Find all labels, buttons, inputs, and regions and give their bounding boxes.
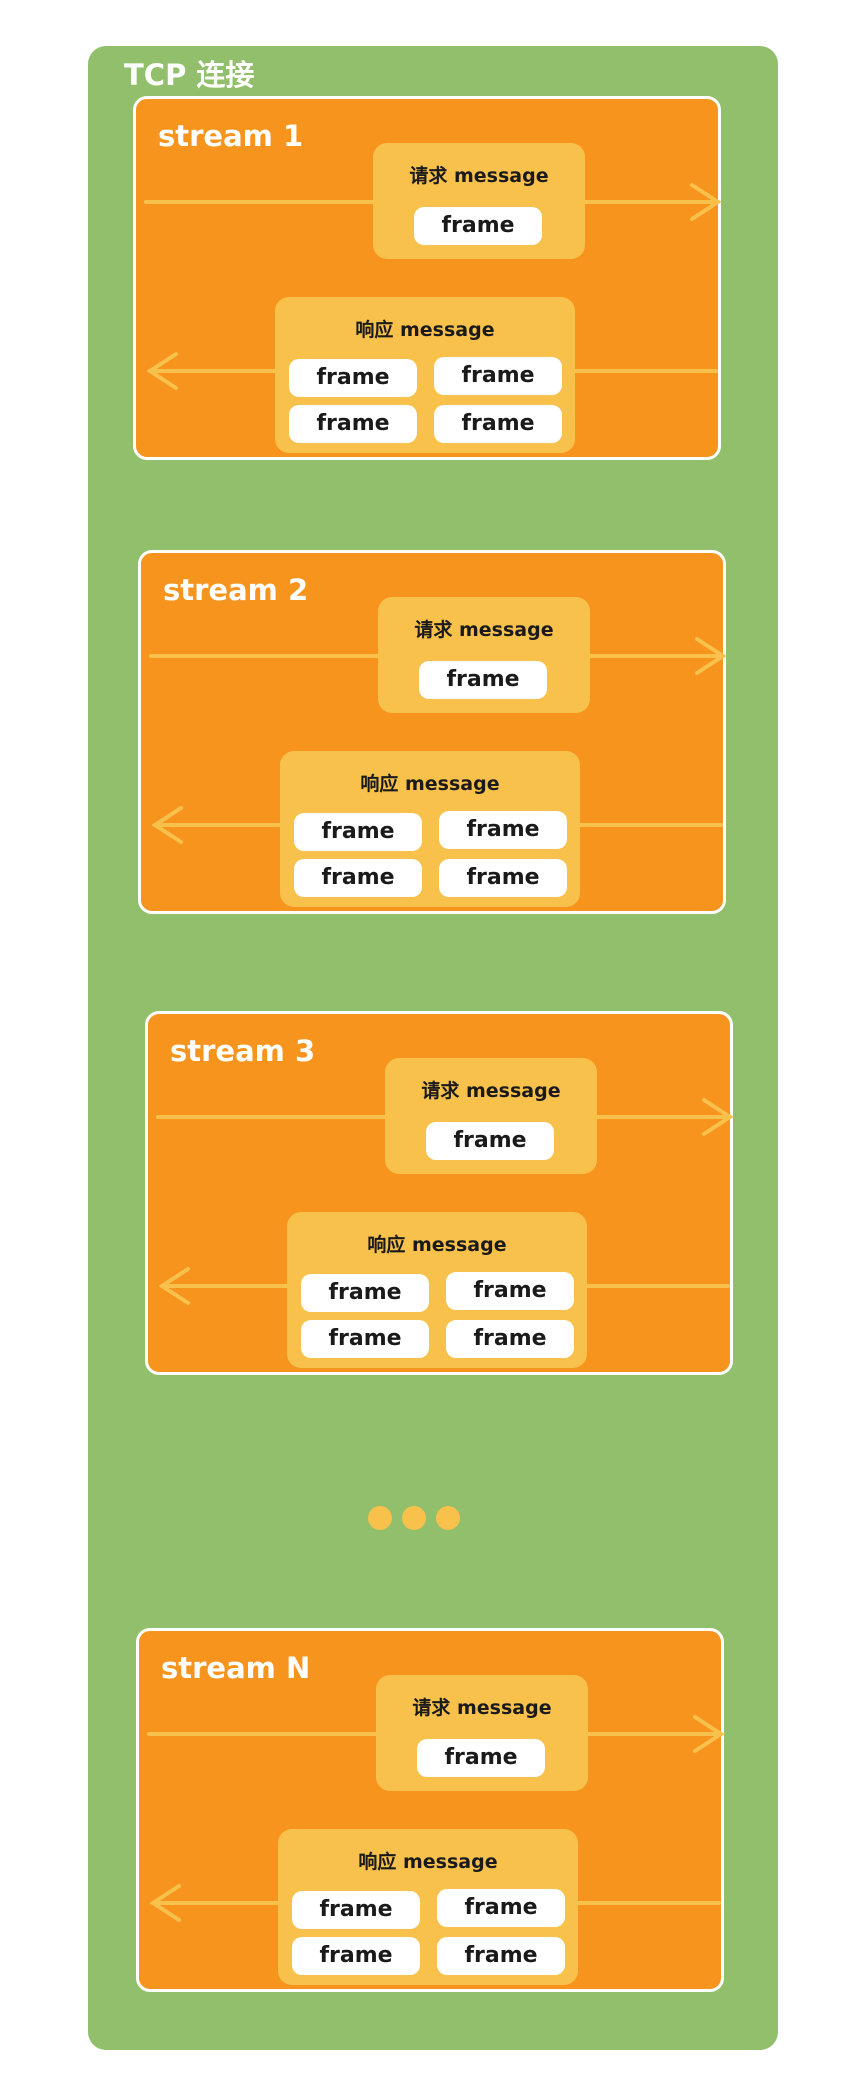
request-message-label: 请求 message	[412, 1697, 552, 1719]
response-message-label: 响应 message	[360, 773, 500, 795]
request-arrowhead	[690, 183, 722, 221]
response-message-label: 响应 message	[358, 1851, 498, 1873]
request-arrowhead	[693, 1715, 725, 1753]
frame-box: frame	[434, 357, 562, 395]
response-message: 响应 message frame frame frame frame	[280, 751, 580, 907]
response-arrowhead	[149, 1884, 181, 1922]
request-arrowhead	[702, 1098, 734, 1136]
response-message: 响应 message frame frame frame frame	[275, 297, 575, 453]
stream-box: stream 3 请求 message frame 响应 message fra…	[145, 1011, 734, 1375]
frame-box: frame	[289, 405, 417, 443]
request-message: 请求 message frame	[376, 1675, 588, 1791]
request-message-label: 请求 message	[421, 1080, 561, 1102]
request-message-label: 请求 message	[409, 165, 549, 187]
frame-box: frame	[301, 1274, 429, 1312]
response-message: 响应 message frame frame frame frame	[287, 1212, 587, 1368]
frame-box: frame	[294, 813, 422, 851]
request-message: 请求 message frame	[378, 597, 590, 713]
stream-box: stream 1 请求 message frame 响应 message fra…	[133, 96, 722, 460]
frame-box: frame	[446, 1272, 574, 1310]
stream-title: stream 2	[163, 573, 309, 607]
frame-box: frame	[446, 1320, 574, 1358]
frame-box: frame	[294, 859, 422, 897]
ellipsis-dot	[402, 1506, 426, 1530]
request-message: 请求 message frame	[373, 143, 585, 259]
request-message: 请求 message frame	[385, 1058, 597, 1174]
frame-box: frame	[289, 359, 417, 397]
frame-box: frame	[292, 1891, 420, 1929]
response-message-label: 响应 message	[367, 1234, 507, 1256]
request-message-label: 请求 message	[414, 619, 554, 641]
frame-box: frame	[439, 811, 567, 849]
frame-box: frame	[292, 1937, 420, 1975]
response-arrowhead	[151, 806, 183, 844]
request-arrowhead	[695, 637, 727, 675]
frame-box: frame	[417, 1739, 545, 1777]
response-arrowhead	[158, 1267, 190, 1305]
ellipsis-dot	[368, 1506, 392, 1530]
frame-box: frame	[301, 1320, 429, 1358]
frame-box: frame	[437, 1889, 565, 1927]
stream-title: stream 1	[158, 119, 304, 153]
response-message: 响应 message frame frame frame frame	[278, 1829, 578, 1985]
stream-title: stream 3	[170, 1034, 316, 1068]
frame-box: frame	[419, 661, 547, 699]
response-arrowhead	[146, 352, 178, 390]
frame-box: frame	[414, 207, 542, 245]
response-message-label: 响应 message	[355, 319, 495, 341]
stream-title: stream N	[161, 1651, 311, 1685]
frame-box: frame	[437, 1937, 565, 1975]
frame-box: frame	[439, 859, 567, 897]
stream-box: stream 2 请求 message frame 响应 message fra…	[138, 550, 727, 914]
tcp-connection-title: TCP 连接	[124, 58, 255, 92]
ellipsis-dot	[436, 1506, 460, 1530]
stream-box: stream N 请求 message frame 响应 message fra…	[136, 1628, 725, 1992]
frame-box: frame	[434, 405, 562, 443]
frame-box: frame	[426, 1122, 554, 1160]
